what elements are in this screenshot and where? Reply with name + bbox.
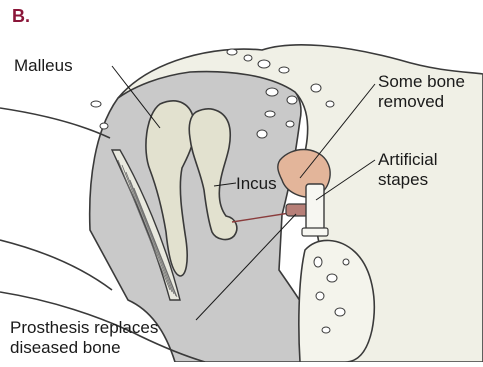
label-prosthesis-line1: Prosthesis replaces (10, 318, 158, 337)
label-malleus: Malleus (14, 56, 73, 75)
label-prosthesis-line2: diseased bone (10, 338, 121, 357)
label-incus: Incus (236, 174, 277, 193)
ear-canal-upper-wall (0, 108, 110, 138)
ear-canal-lower-wall (0, 240, 112, 290)
panel-letter: B. (12, 6, 30, 27)
label-bone-removed-line1: Some bone (378, 72, 465, 91)
label-stapes-line1: Artificial (378, 150, 438, 169)
label-stapes-line2: stapes (378, 170, 428, 189)
label-bone-removed-line2: removed (378, 92, 444, 111)
